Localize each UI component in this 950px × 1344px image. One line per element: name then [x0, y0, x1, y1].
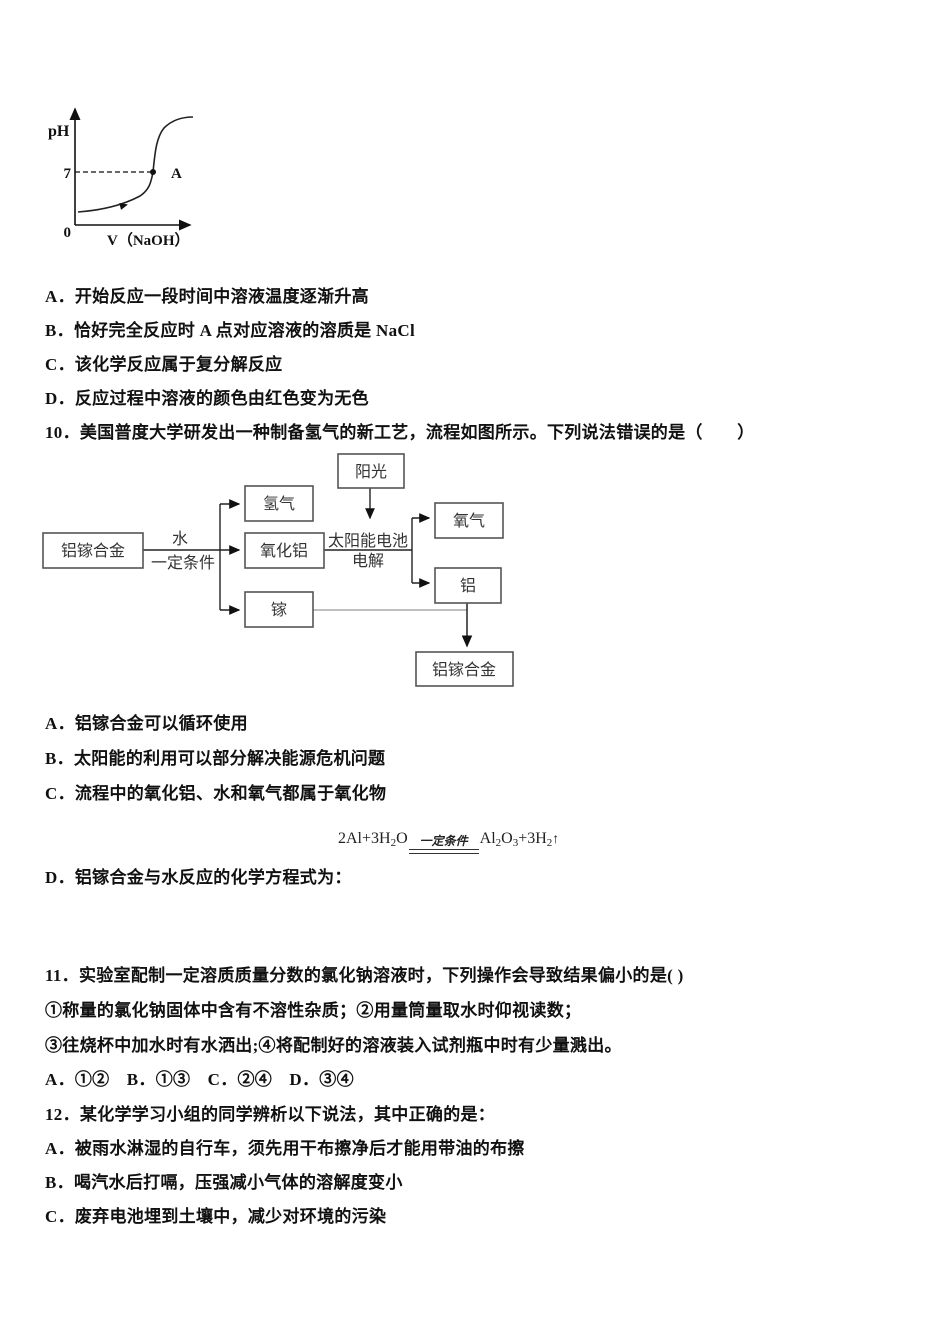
eq-rhs-sub1: 2	[495, 837, 502, 849]
flow-text-aluminum: 铝	[460, 577, 476, 595]
point-A-label: A	[171, 166, 182, 182]
q12-stem: 12．某化学学习小组的同学辨析以下说法，其中正确的是：	[45, 1105, 496, 1124]
eq-lhs: 2Al+3H	[338, 830, 391, 847]
q9-option-c: C．该化学反应属于复分解反应	[45, 355, 283, 374]
eq-rhs-al: Al	[479, 830, 496, 847]
flow-text-alloy-bottom: 铝镓合金	[432, 661, 496, 679]
q12-option-b: B．喝汽水后打嗝，压强减小气体的溶解度变小	[45, 1173, 403, 1192]
flow-label-condition: 一定条件	[151, 554, 215, 572]
flow-text-hydrogen: 氢气	[263, 495, 295, 513]
q9-option-d: D．反应过程中溶液的颜色由红色变为无色	[45, 389, 369, 408]
x-axis-label: V（NaOH）	[107, 231, 190, 249]
flow-box-alloy-left	[42, 532, 144, 569]
flow-box-sunlight	[337, 453, 405, 489]
flow-text-gallium: 镓	[271, 601, 287, 619]
flow-text-sunlight: 阳光	[355, 463, 387, 481]
flow-box-aluminum	[434, 567, 502, 604]
eq-rhs-sub3: 2	[546, 837, 553, 849]
hydrogen-process-flowchart: 铝镓合金 阳光 氢气 氧化铝 镓 氧气 铝 铝镓合金 水 一定条件 太阳能电池 …	[42, 453, 514, 687]
q9-option-a: A．开始反应一段时间中溶液温度逐渐升高	[45, 287, 369, 306]
flow-box-alumina	[244, 532, 325, 569]
y-axis-label: pH	[48, 123, 70, 140]
flow-text-oxygen: 氧气	[453, 512, 485, 530]
q11-answer-row: A．①② B．①③ C．②④ D．③④	[45, 1070, 354, 1089]
titration-curve	[77, 116, 194, 213]
q12-option-a: A．被雨水淋湿的自行车，须先用干布擦净后才能用带油的布擦	[45, 1139, 525, 1158]
flow-label-water: 水	[172, 530, 188, 548]
flow-label-solar: 太阳能电池	[328, 532, 408, 550]
flow-label-electrolysis: 电解	[352, 552, 384, 570]
eq-lhs-sub: 2	[390, 837, 397, 849]
curve-direction-arrow-icon	[119, 203, 128, 210]
eq-condition-text: 一定条件	[419, 834, 468, 848]
flow-text-alloy-left: 铝镓合金	[61, 542, 125, 560]
gas-up-arrow-icon: ↑	[552, 832, 560, 847]
flow-box-hydrogen	[244, 485, 314, 522]
origin-label: 0	[64, 225, 72, 241]
flow-box-gallium	[244, 591, 314, 628]
eq-condition-stack: 一定条件	[408, 834, 479, 854]
q12-option-c: C．废弃电池埋到土壤中，减少对环境的污染	[45, 1207, 387, 1226]
flow-box-alloy-bottom	[415, 651, 514, 687]
eq-equals-line	[408, 849, 479, 854]
flow-box-oxygen	[434, 502, 504, 539]
q9-option-b: B．恰好完全反应时 A 点对应溶液的溶质是 NaCl	[45, 321, 416, 340]
eq-rhs-h: +3H	[518, 830, 547, 847]
ph-titration-graph: pH 7 A 0 V（NaOH）	[48, 107, 194, 249]
q10-option-d: D．铝镓合金与水反应的化学方程式为：	[45, 868, 352, 887]
q10-option-a: A．铝镓合金可以循环使用	[45, 714, 248, 733]
point-A-dot	[150, 169, 156, 175]
q10-option-b: B．太阳能的利用可以部分解决能源危机问题	[45, 749, 386, 768]
q11-item-line1: ①称量的氯化钠固体中含有不溶性杂质；②用量筒量取水时仰视读数；	[45, 1001, 582, 1020]
eq-rhs-sub2: 3	[512, 837, 519, 849]
q10-stem: 10．美国普度大学研发出一种制备氢气的新工艺，流程如图所示。下列说法错误的是（ …	[45, 423, 755, 442]
y-tick-7: 7	[64, 166, 72, 182]
q11-item-line2: ③往烧杯中加水时有水洒出;④将配制好的溶液装入试剂瓶中时有少量溅出。	[45, 1036, 622, 1055]
q11-stem: 11．实验室配制一定溶质质量分数的氯化钠溶液时，下列操作会导致结果偏小的是( )	[45, 966, 684, 985]
eq-lhs-o: O	[396, 830, 408, 847]
q10-option-c: C．流程中的氧化铝、水和氧气都属于氧化物	[45, 784, 387, 803]
flow-text-alumina: 氧化铝	[260, 542, 308, 560]
eq-rhs-o: O	[501, 830, 513, 847]
